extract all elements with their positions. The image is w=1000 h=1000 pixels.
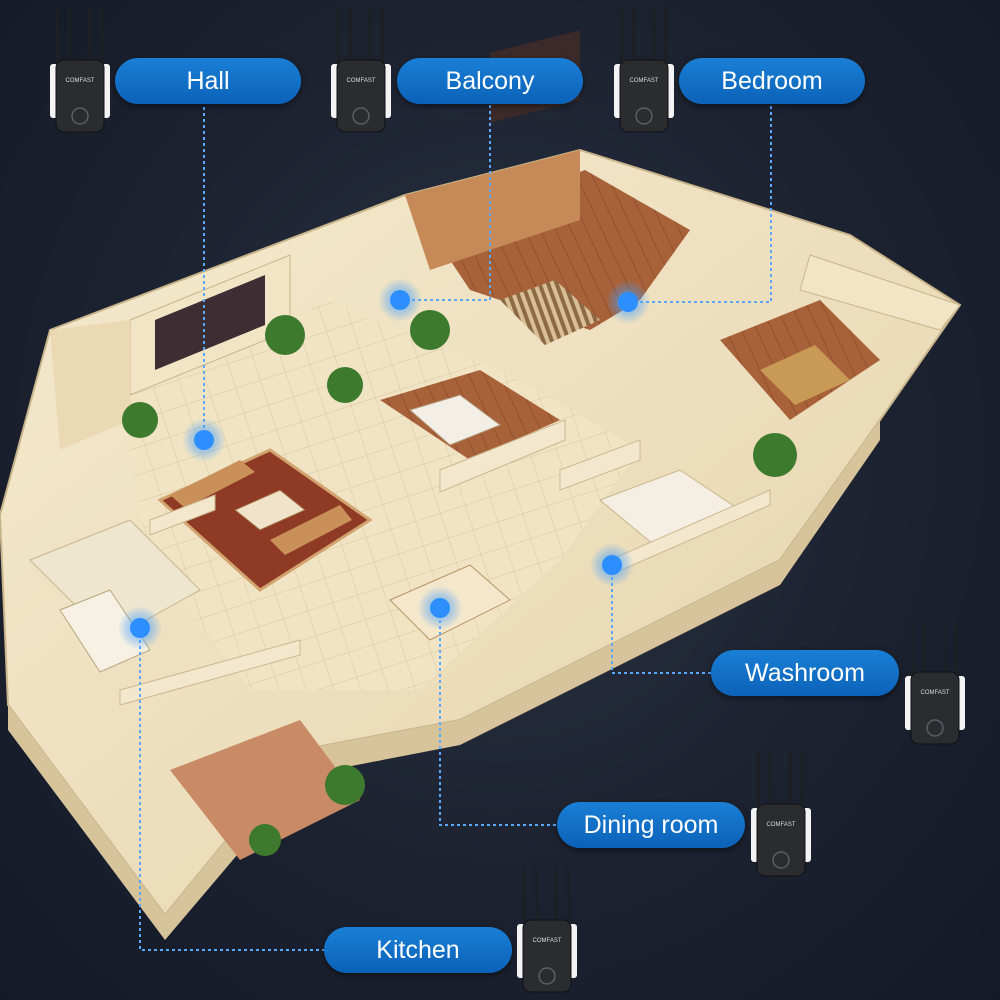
- plant: [327, 367, 363, 403]
- sofa: [270, 505, 352, 555]
- bed: [408, 394, 502, 446]
- right-wing-wall: [799, 254, 961, 331]
- connector-washroom: [611, 565, 712, 674]
- wifi-repeater-icon: COMFAST: [50, 8, 110, 133]
- device-brand-label: COMFAST: [766, 822, 795, 828]
- wifi-hotspot-icon: [418, 586, 462, 630]
- plant: [753, 433, 797, 477]
- wifi-hotspot-icon: [182, 418, 226, 462]
- label-dining-room: Dining room: [557, 802, 745, 848]
- device-brand-label: COMFAST: [629, 78, 658, 84]
- sofa: [170, 460, 255, 508]
- plant: [325, 765, 365, 805]
- wifi-repeater-icon: COMFAST: [517, 868, 577, 993]
- kitchen-counter: [59, 589, 151, 673]
- left-wall: [50, 320, 130, 450]
- wifi-repeater-icon: COMFAST: [331, 8, 391, 133]
- plant: [265, 315, 305, 355]
- window: [155, 275, 265, 370]
- patio-floor: [170, 720, 360, 860]
- plant: [249, 824, 281, 856]
- plant: [122, 402, 158, 438]
- device-brand-label: COMFAST: [346, 78, 375, 84]
- device-brand-label: COMFAST: [920, 690, 949, 696]
- repeater-devices: COMFAST COMFAST COMFAST COMFAST COMFAST COMFA…: [50, 8, 965, 993]
- label-washroom: Washroom: [711, 650, 899, 696]
- label-kitchen: Kitchen: [324, 927, 512, 973]
- back-wall: [405, 150, 580, 270]
- wifi-hotspot-icon: [606, 280, 650, 324]
- wifi-repeater-icon: COMFAST: [751, 752, 811, 877]
- bed: [500, 280, 600, 345]
- connector-kitchen: [139, 628, 325, 951]
- device-brand-label: COMFAST: [65, 78, 94, 84]
- wifi-hotspot-icon: [118, 606, 162, 650]
- wifi-repeater-icon: COMFAST: [905, 620, 965, 745]
- label-bedroom: Bedroom: [679, 58, 865, 104]
- connector-dining-room: [439, 608, 558, 826]
- device-brand-label: COMFAST: [532, 938, 561, 944]
- label-balcony: Balcony: [397, 58, 583, 104]
- bed: [760, 345, 850, 405]
- connector-balcony: [400, 104, 491, 301]
- wifi-hotspot-icon: [590, 543, 634, 587]
- wifi-hotspot-icon: [378, 278, 422, 322]
- wifi-repeater-icon: COMFAST: [614, 8, 674, 133]
- hotspots: [118, 278, 650, 650]
- plant: [410, 310, 450, 350]
- partition-walls: [119, 419, 771, 706]
- label-hall: Hall: [115, 58, 301, 104]
- connector-lines: [139, 104, 772, 951]
- coffee-table: [234, 489, 306, 531]
